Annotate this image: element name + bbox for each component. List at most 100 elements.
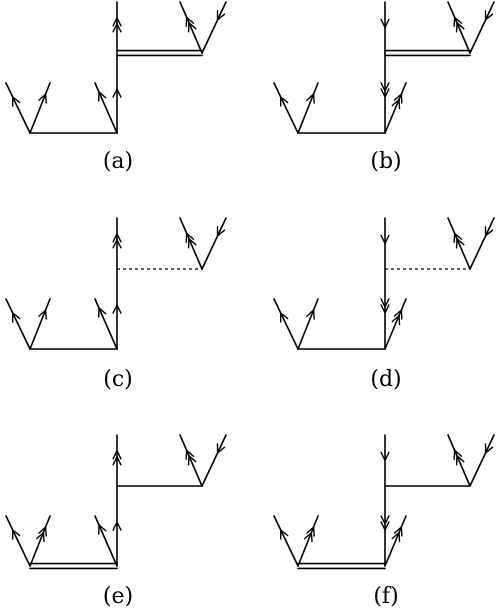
leg-arrow bbox=[36, 531, 45, 543]
leg-arrow bbox=[187, 238, 197, 249]
external-leg bbox=[29, 515, 51, 567]
external-leg bbox=[94, 82, 118, 134]
leg-arrow bbox=[98, 307, 107, 318]
leg-arrow bbox=[455, 455, 465, 466]
trunk-arrow bbox=[380, 451, 390, 462]
caption-c: (c) bbox=[103, 367, 133, 392]
leg-arrow bbox=[185, 449, 195, 460]
leg-arrow bbox=[304, 531, 313, 543]
leg-arrow bbox=[455, 22, 465, 33]
leg-arrow bbox=[38, 526, 47, 537]
trunk-arrow bbox=[380, 82, 390, 92]
leg-arrow bbox=[453, 449, 463, 460]
external-leg bbox=[201, 1, 227, 54]
trunk-arrow bbox=[112, 17, 122, 27]
leg-arrow bbox=[185, 232, 195, 243]
leg-arrow bbox=[393, 526, 403, 537]
trunk-arrow bbox=[112, 521, 122, 531]
external-leg bbox=[384, 82, 407, 134]
leg-arrow bbox=[306, 309, 315, 320]
leg-arrow bbox=[12, 529, 21, 540]
external-leg bbox=[447, 1, 471, 54]
leg-arrow bbox=[393, 93, 403, 104]
trunk-arrow bbox=[112, 23, 122, 33]
trunk-arrow bbox=[112, 456, 122, 466]
external-leg bbox=[297, 298, 319, 350]
leg-arrow bbox=[12, 96, 21, 107]
caption-f: (f) bbox=[373, 584, 398, 609]
leg-arrow bbox=[98, 524, 107, 535]
leg-arrow bbox=[38, 93, 47, 104]
caption-b: (b) bbox=[370, 149, 401, 174]
leg-arrow bbox=[216, 443, 226, 454]
external-leg bbox=[179, 1, 203, 54]
external-leg bbox=[273, 298, 299, 350]
trunk-arrow bbox=[380, 304, 390, 314]
external-leg bbox=[384, 298, 407, 350]
trunk-arrow bbox=[112, 450, 122, 460]
leg-arrow bbox=[484, 443, 494, 454]
external-leg bbox=[384, 515, 407, 567]
leg-arrow bbox=[484, 10, 494, 21]
diagram-panel-f bbox=[273, 434, 495, 570]
external-leg bbox=[29, 298, 51, 350]
external-leg bbox=[179, 217, 203, 270]
leg-arrow bbox=[187, 22, 197, 33]
trunk-arrow bbox=[112, 304, 122, 314]
trunk-arrow bbox=[380, 18, 390, 29]
external-leg bbox=[447, 434, 471, 487]
diagram-panel-c bbox=[5, 217, 227, 350]
external-leg bbox=[469, 217, 495, 270]
leg-arrow bbox=[280, 529, 289, 540]
external-leg bbox=[94, 515, 118, 567]
diagram-panel-b bbox=[273, 1, 495, 134]
leg-arrow bbox=[393, 309, 403, 320]
diagram-panel-a bbox=[5, 1, 227, 134]
external-leg bbox=[469, 434, 495, 487]
external-leg bbox=[5, 298, 31, 350]
external-leg bbox=[29, 82, 51, 134]
leg-arrow bbox=[391, 314, 401, 326]
leg-arrow bbox=[185, 16, 195, 27]
external-leg bbox=[5, 82, 31, 134]
trunk-arrow bbox=[380, 88, 390, 98]
trunk-arrow bbox=[380, 515, 390, 525]
leg-arrow bbox=[391, 531, 401, 543]
trunk-arrow bbox=[112, 88, 122, 98]
trunk-arrow bbox=[112, 239, 122, 249]
external-leg bbox=[469, 1, 495, 54]
external-leg bbox=[179, 434, 203, 487]
trunk-arrow bbox=[380, 298, 390, 308]
external-leg bbox=[447, 217, 471, 270]
external-leg bbox=[273, 515, 299, 567]
caption-a: (a) bbox=[103, 149, 133, 174]
leg-arrow bbox=[187, 455, 197, 466]
leg-arrow bbox=[216, 10, 226, 21]
external-leg bbox=[201, 434, 227, 487]
external-leg bbox=[201, 217, 227, 270]
leg-arrow bbox=[280, 312, 289, 323]
leg-arrow bbox=[38, 309, 47, 320]
leg-arrow bbox=[484, 226, 494, 237]
leg-arrow bbox=[306, 93, 315, 104]
leg-arrow bbox=[280, 96, 289, 107]
caption-d: (d) bbox=[370, 367, 401, 392]
diagram-panel-e bbox=[5, 434, 227, 570]
external-leg bbox=[5, 515, 31, 567]
trunk-arrow bbox=[380, 234, 390, 245]
leg-arrow bbox=[453, 232, 463, 243]
leg-arrow bbox=[216, 226, 226, 237]
leg-arrow bbox=[391, 98, 401, 110]
external-leg bbox=[297, 82, 319, 134]
external-leg bbox=[297, 515, 319, 567]
trunk-arrow bbox=[112, 233, 122, 243]
trunk-arrow bbox=[380, 521, 390, 531]
leg-arrow bbox=[12, 312, 21, 323]
leg-arrow bbox=[455, 238, 465, 249]
caption-e: (e) bbox=[103, 584, 133, 609]
leg-arrow bbox=[98, 91, 107, 102]
leg-arrow bbox=[453, 16, 463, 27]
diagram-panel-d bbox=[273, 217, 495, 350]
external-leg bbox=[94, 298, 118, 350]
